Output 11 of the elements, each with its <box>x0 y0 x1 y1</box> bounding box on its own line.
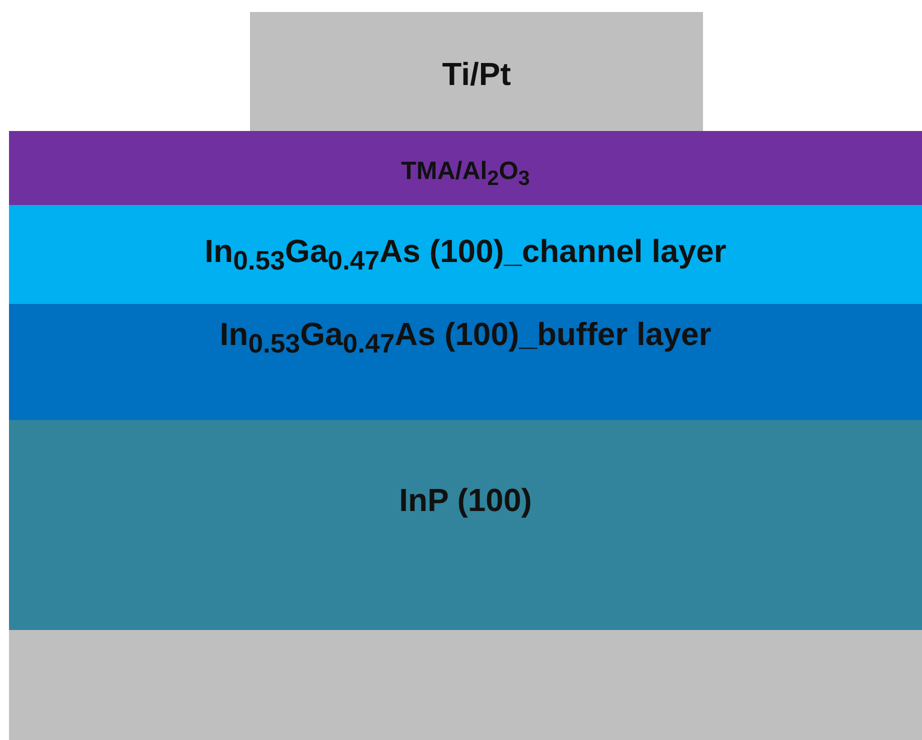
layer-label: TMA/Al$_{2}$O$_{3}$ <box>401 156 530 192</box>
layer-label: In$_{0.53}$Ga$_{0.47}$As (100)_buffer layer <box>220 314 712 360</box>
layer-label: Ti/Pt <box>442 54 511 94</box>
layer-label: In$_{0.53}$Ga$_{0.47}$As (100)_channel layer <box>204 232 726 278</box>
oxide-layer <box>9 131 922 205</box>
channel-layer <box>9 205 922 304</box>
buffer-layer <box>9 304 922 420</box>
substrate-layer <box>9 420 922 630</box>
back-layer <box>9 630 922 740</box>
metal-contact-layer <box>250 12 703 131</box>
layer-label: InP (100) <box>399 480 532 520</box>
